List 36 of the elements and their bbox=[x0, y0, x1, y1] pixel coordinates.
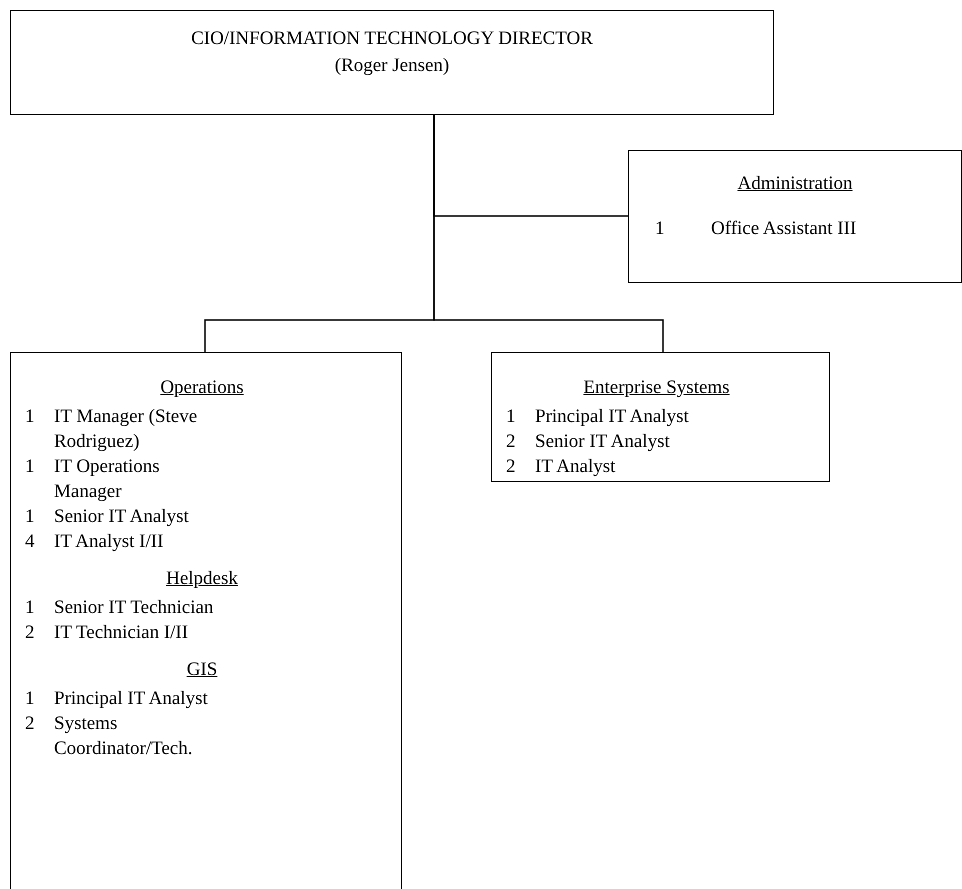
position-title: IT Analyst bbox=[535, 455, 616, 479]
org-unit-box bbox=[10, 10, 774, 115]
position-title: Principal IT Analyst bbox=[535, 405, 689, 429]
position-count: 1 bbox=[655, 217, 666, 241]
connector-line bbox=[433, 115, 664, 352]
section-heading: Administration bbox=[737, 172, 853, 196]
director-title: CIO/INFORMATION TECHNOLOGY DIRECTOR bbox=[190, 27, 594, 51]
position-count: 1 bbox=[506, 405, 516, 429]
position-count: 1 bbox=[25, 405, 36, 429]
position-title: IT Technician I/II bbox=[54, 621, 188, 645]
position-count: 1 bbox=[25, 455, 36, 479]
position-title: Systems Coordinator/Tech. bbox=[54, 712, 194, 761]
position-count: 1 bbox=[25, 505, 36, 529]
position-title: Senior IT Analyst bbox=[54, 505, 189, 529]
position-title: Principal IT Analyst bbox=[54, 687, 208, 711]
position-title: Office Assistant III bbox=[711, 217, 856, 241]
position-title: IT Manager (Steve Rodriguez) bbox=[54, 405, 198, 454]
org-unit-box bbox=[10, 352, 402, 889]
section-heading: Enterprise Systems bbox=[583, 376, 730, 400]
position-count: 1 bbox=[25, 596, 36, 620]
position-title: IT Analyst I/II bbox=[54, 530, 164, 554]
position-title: Senior IT Technician bbox=[54, 596, 214, 620]
position-count: 2 bbox=[25, 621, 36, 645]
position-count: 4 bbox=[25, 530, 36, 554]
org-unit-box bbox=[491, 352, 830, 482]
section-heading: Operations bbox=[160, 376, 244, 400]
org-unit-box bbox=[628, 150, 962, 283]
director-title: (Roger Jensen) bbox=[334, 54, 450, 78]
position-count: 2 bbox=[506, 430, 516, 454]
position-title: IT Operations Manager bbox=[54, 455, 161, 504]
position-title: Senior IT Analyst bbox=[535, 430, 670, 454]
position-count: 1 bbox=[25, 687, 36, 711]
section-heading: GIS bbox=[186, 658, 218, 682]
section-heading: Helpdesk bbox=[166, 567, 238, 591]
position-count: 2 bbox=[25, 712, 36, 736]
position-count: 2 bbox=[506, 455, 516, 479]
